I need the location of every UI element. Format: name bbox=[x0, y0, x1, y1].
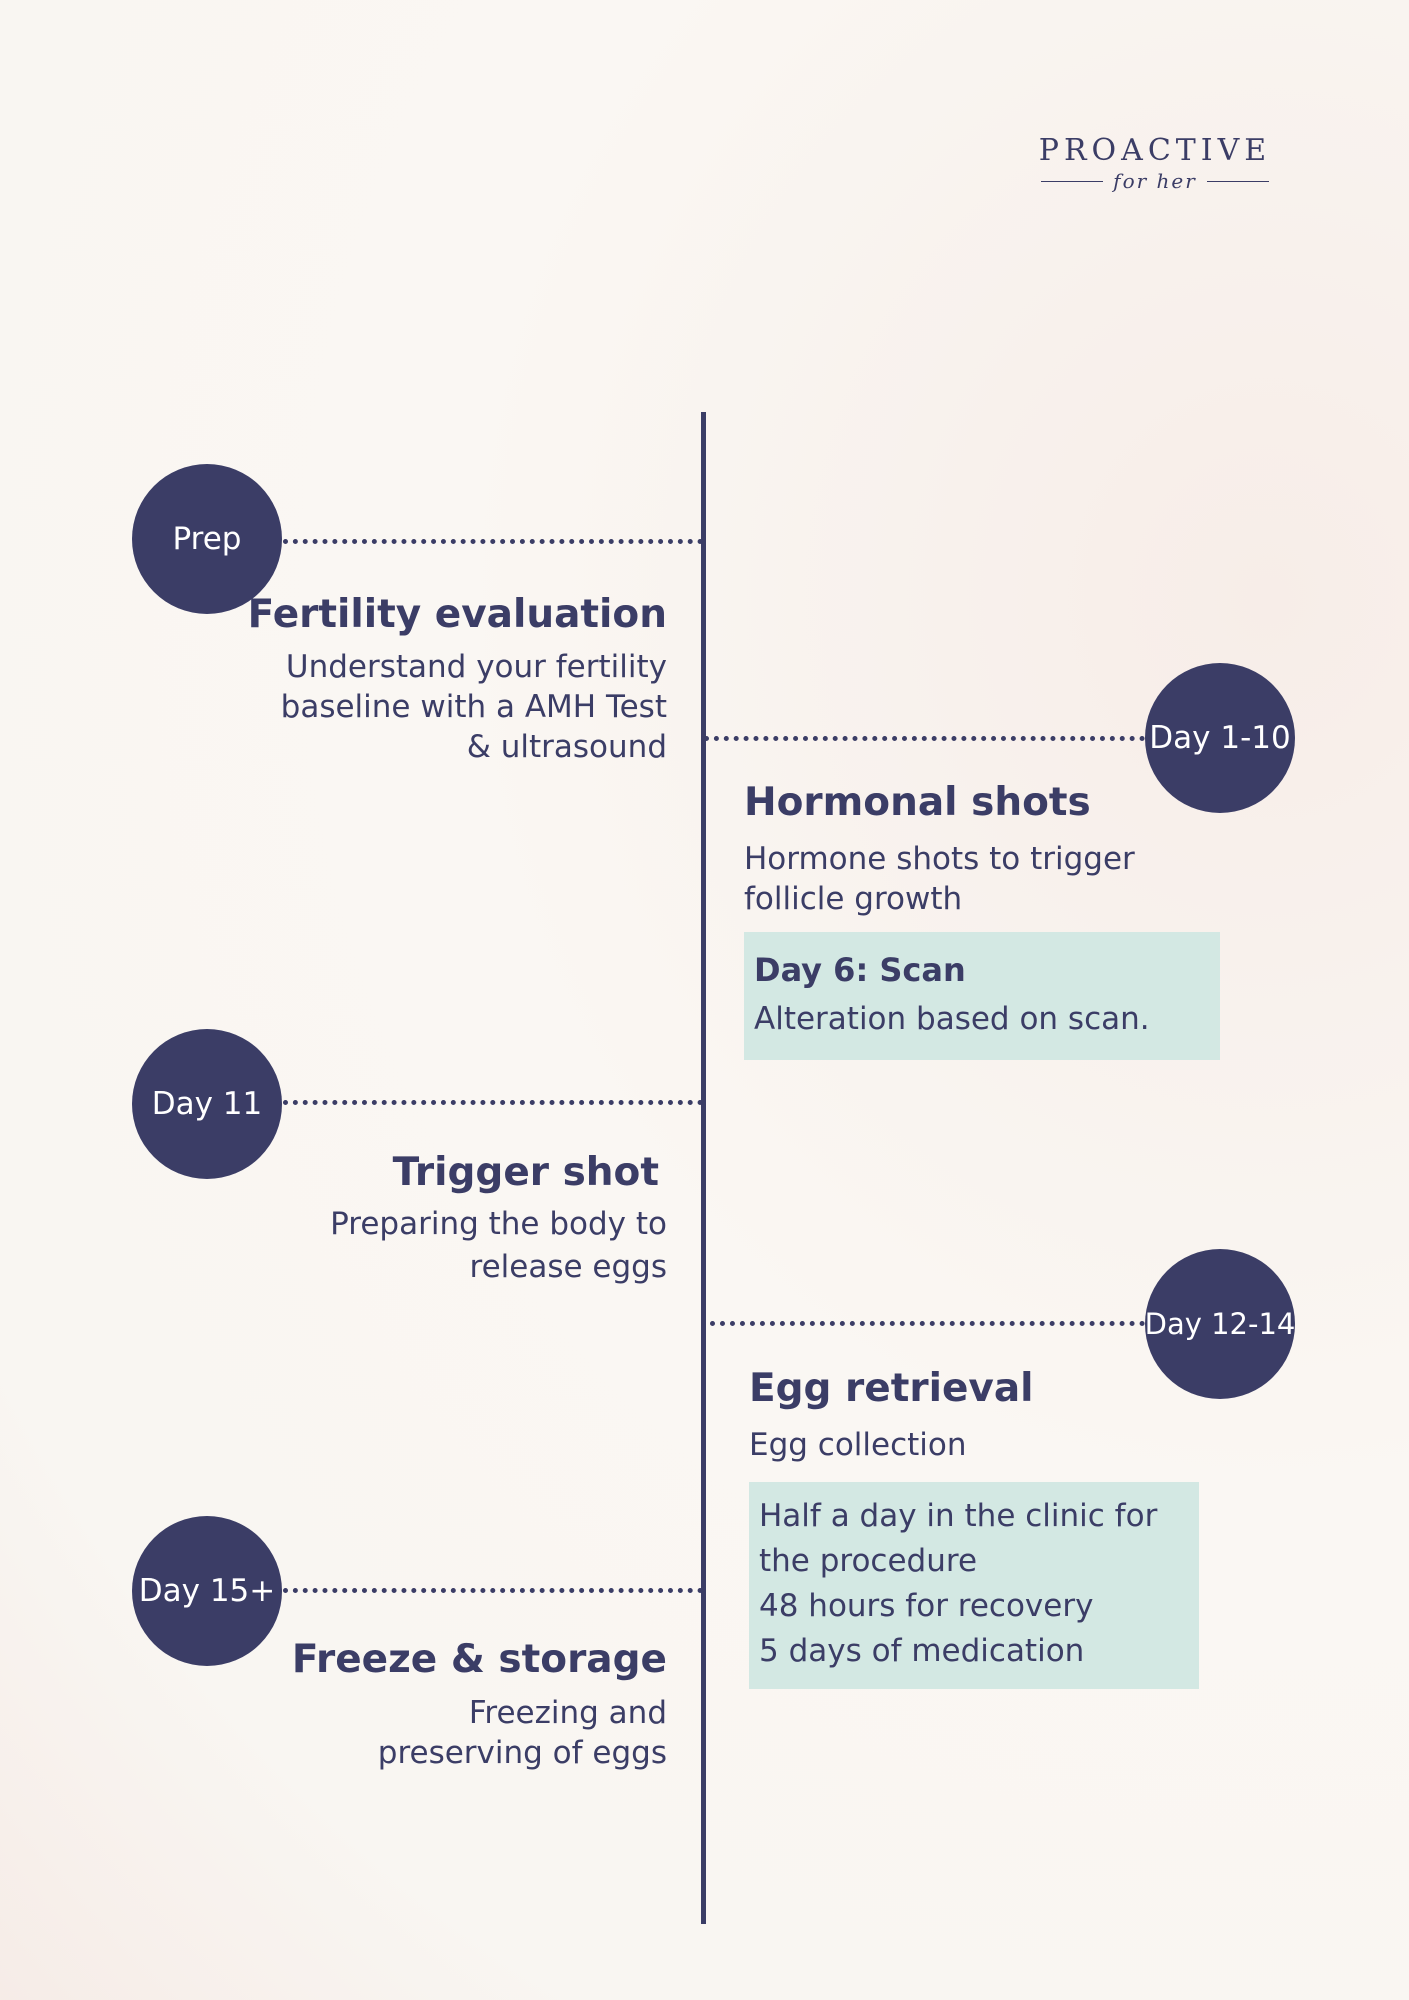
note-text: Alteration based on scan. bbox=[754, 1001, 1150, 1037]
step-description-trigger-shot: Preparing the body to release eggs bbox=[200, 1203, 667, 1289]
step-marker-day-12-14: Day 12-14 bbox=[1145, 1249, 1295, 1399]
note-line: 5 days of medication bbox=[759, 1633, 1085, 1669]
step-marker-day-1-10: Day 1-10 bbox=[1145, 663, 1295, 813]
logo-rule-left bbox=[1041, 180, 1104, 182]
note-box-day-6-scan: Day 6: Scan Alteration based on scan. bbox=[744, 932, 1220, 1060]
step-description-egg-retrieval: Egg collection bbox=[749, 1425, 1149, 1465]
note-line: 48 hours for recovery bbox=[759, 1588, 1094, 1624]
step-marker-prep: Prep bbox=[132, 464, 282, 614]
logo-wordmark: PROACTIVE bbox=[1038, 133, 1272, 168]
description-line: Hormone shots to trigger bbox=[744, 841, 1135, 877]
step-description-fertility-evaluation: Understand your fertility baseline with … bbox=[200, 647, 667, 767]
logo-rule-right bbox=[1206, 180, 1269, 182]
description-line: release eggs bbox=[469, 1249, 667, 1285]
step-title-fertility-evaluation: Fertility evaluation bbox=[247, 592, 667, 637]
brand-logo: PROACTIVE for her bbox=[1030, 133, 1280, 193]
description-line: Understand your fertility bbox=[285, 649, 667, 685]
logo-tagline: for her bbox=[1113, 169, 1197, 193]
step-title-hormonal-shots: Hormonal shots bbox=[744, 780, 1091, 825]
step-title-freeze-storage: Freeze & storage bbox=[291, 1637, 667, 1682]
logo-tagline-row: for her bbox=[1030, 169, 1280, 193]
description-line: baseline with a AMH Test bbox=[280, 689, 667, 725]
step-description-hormonal-shots: Hormone shots to trigger follicle growth bbox=[744, 839, 1144, 919]
connector-day-11 bbox=[283, 1100, 703, 1105]
note-lines: Half a day in the clinic for the procedu… bbox=[759, 1494, 1157, 1674]
connector-day-15-plus bbox=[283, 1588, 703, 1593]
description-line: follicle growth bbox=[744, 881, 963, 917]
connector-prep bbox=[283, 539, 703, 544]
note-line: the procedure bbox=[759, 1543, 978, 1579]
note-line: Half a day in the clinic for bbox=[759, 1498, 1158, 1534]
description-line: preserving of eggs bbox=[377, 1735, 667, 1771]
description-line: Preparing the body to bbox=[330, 1206, 667, 1242]
description-line: Freezing and bbox=[468, 1695, 667, 1731]
note-box-procedure-details: Half a day in the clinic for the procedu… bbox=[749, 1482, 1199, 1689]
step-title-egg-retrieval: Egg retrieval bbox=[749, 1366, 1034, 1411]
connector-day-1-10 bbox=[704, 736, 1145, 741]
step-marker-day-11: Day 11 bbox=[132, 1029, 282, 1179]
timeline-spine bbox=[701, 412, 706, 1924]
connector-day-12-14 bbox=[710, 1321, 1145, 1326]
note-title: Day 6: Scan bbox=[754, 951, 966, 989]
step-description-freeze-storage: Freezing and preserving of eggs bbox=[200, 1693, 667, 1773]
step-marker-day-15-plus: Day 15+ bbox=[132, 1516, 282, 1666]
step-title-trigger-shot: Trigger shot bbox=[392, 1150, 659, 1195]
description-line: & ultrasound bbox=[466, 729, 667, 765]
description-line: Egg collection bbox=[749, 1427, 967, 1463]
